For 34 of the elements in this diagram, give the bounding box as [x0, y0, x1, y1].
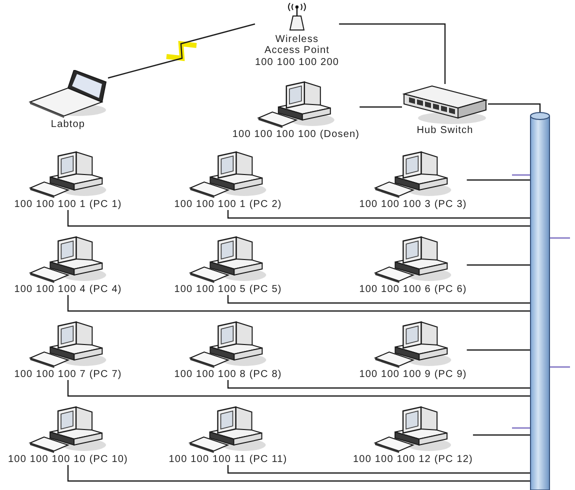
network-cable	[67, 380, 530, 397]
backbone-cylinder	[530, 112, 550, 490]
device-label: 100 100 100 6 (PC 6)	[359, 284, 467, 295]
network-cable	[67, 295, 530, 312]
network-cable	[466, 349, 530, 351]
device-label: Hub Switch	[416, 125, 474, 136]
device-label: 100 100 100 12 (PC 12)	[353, 454, 473, 465]
device-label: Wireless Access Point	[263, 34, 330, 56]
wireless-link	[108, 23, 256, 79]
device-label: 100 100 100 3 (PC 3)	[359, 199, 467, 210]
device-label: 100 100 100 100 (Dosen)	[232, 129, 360, 140]
network-cable	[488, 103, 541, 112]
network-cable	[472, 434, 530, 436]
device-label: 100 100 100 8 (PC 8)	[174, 369, 282, 380]
network-cable	[227, 210, 530, 219]
network-cable	[67, 210, 530, 227]
device-label: 100 100 100 1 (PC 1)	[14, 199, 122, 210]
network-cable	[466, 179, 530, 181]
device-label: 100 100 100 10 (PC 10)	[8, 454, 128, 465]
network-cable	[227, 465, 530, 474]
device-label: 100 100 100 7 (PC 7)	[14, 369, 122, 380]
network-cable	[227, 380, 530, 389]
device-label: 100 100 100 1 (PC 2)	[174, 199, 282, 210]
network-cable	[227, 295, 530, 304]
network-cable	[360, 106, 402, 108]
network-cable	[67, 465, 530, 482]
device-label: 100 100 100 9 (PC 9)	[359, 369, 467, 380]
device-label: 100 100 100 11 (PC 11)	[168, 454, 288, 465]
device-label: 100 100 100 5 (PC 5)	[174, 284, 282, 295]
device-label: 100 100 100 4 (PC 4)	[14, 284, 122, 295]
device-label: Labtop	[50, 119, 86, 130]
network-cable	[339, 23, 446, 84]
ip-address-label: 100 100 100 200	[254, 57, 340, 68]
network-cable	[466, 264, 530, 266]
